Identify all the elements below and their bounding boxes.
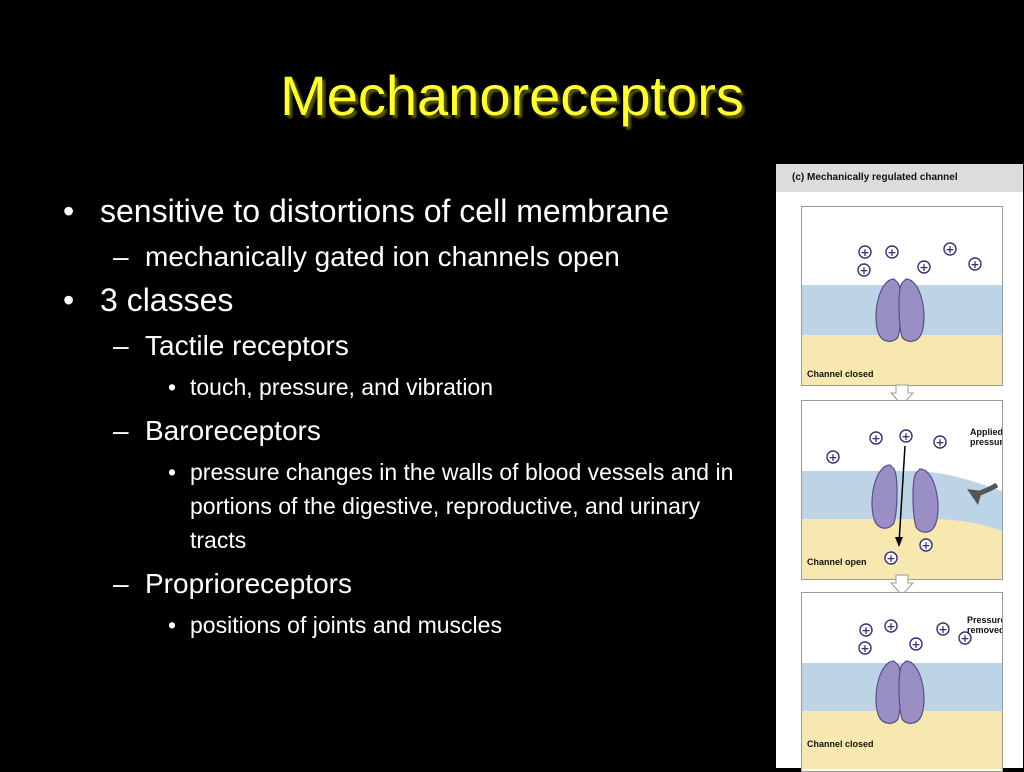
ion-flow-line <box>898 445 906 544</box>
ion-symbol: + <box>911 638 920 651</box>
panel-label: Channel closed <box>807 739 874 749</box>
sub-bullet-text: Baroreceptors <box>145 415 321 446</box>
bullet-mark: • <box>63 282 75 318</box>
panel-closed-diagram: + + + + + + <box>802 619 1002 769</box>
ion-icon: + <box>917 260 931 274</box>
ion-symbol: + <box>860 642 869 655</box>
ion-icon: + <box>858 245 872 259</box>
panel-label: Channel closed <box>807 369 874 379</box>
panel-open-diagram: + + + + + + <box>802 429 1002 579</box>
bullet-item: • 3 classes <box>55 281 755 319</box>
ion-icon: + <box>857 263 871 277</box>
ion-icon: + <box>968 257 982 271</box>
sub-bullet-item: – Baroreceptors <box>55 414 755 447</box>
ion-icon: + <box>933 435 947 449</box>
panel-closed-diagram: + + + + + + <box>802 242 1002 385</box>
ion-symbol: + <box>945 243 954 256</box>
ion-symbol: + <box>886 552 895 565</box>
ion-icon: + <box>884 551 898 565</box>
sub-bullet-item: – Tactile receptors <box>55 329 755 362</box>
channel-right-subunit <box>898 278 925 342</box>
bullet-item: • sensitive to distortions of cell membr… <box>55 192 755 230</box>
bullet-text: sensitive to distortions of cell membran… <box>100 193 670 229</box>
ion-icon: + <box>869 431 883 445</box>
channel-left-subunit <box>871 464 898 529</box>
ion-icon: + <box>919 538 933 552</box>
panel-label: Channel open <box>807 557 867 567</box>
channel-right-subunit <box>898 660 925 724</box>
dash-mark: – <box>113 415 129 446</box>
sub-bullet-text: Tactile receptors <box>145 330 349 361</box>
channel-right-subunit <box>912 468 939 533</box>
ion-symbol: + <box>919 261 928 274</box>
dash-mark: – <box>113 568 129 599</box>
sub-bullet-text: Proprioreceptors <box>145 568 352 599</box>
ion-symbol: + <box>901 430 910 443</box>
slide-title: Mechanoreceptors <box>280 64 744 127</box>
ion-symbol: + <box>970 258 979 271</box>
ion-symbol: + <box>935 436 944 449</box>
ion-symbol: + <box>921 539 930 552</box>
ion-symbol: + <box>938 623 947 636</box>
cytoplasm-layer <box>802 335 1002 385</box>
ion-icon: + <box>958 631 972 645</box>
sub-sub-bullet-item: • touch, pressure, and vibration <box>55 370 755 404</box>
panel-open: + + + + + + Applied pressure Channel open <box>801 400 1003 580</box>
ion-icon: + <box>936 622 950 636</box>
ion-symbol: + <box>860 246 869 259</box>
figure-header-text: (c) Mechanically regulated channel <box>792 172 958 183</box>
dash-mark: – <box>113 330 129 361</box>
sub-bullet-item: – mechanically gated ion channels open <box>55 240 755 273</box>
ion-icon: + <box>909 637 923 651</box>
sub-sub-bullet-text: positions of joints and muscles <box>190 612 502 638</box>
bullet-mark: • <box>168 612 177 638</box>
applied-pressure-note: Applied pressure <box>970 427 1003 447</box>
ion-icon: + <box>885 245 899 259</box>
bullet-list: • sensitive to distortions of cell membr… <box>55 192 755 652</box>
bullet-mark: • <box>168 459 177 485</box>
bullet-mark: • <box>168 374 177 400</box>
ion-symbol: + <box>859 264 868 277</box>
panel-closed-2: + + + + + + Pressure removed Channel closed <box>801 592 1003 772</box>
sub-sub-bullet-item: • pressure changes in the walls of blood… <box>55 455 755 557</box>
sub-sub-bullet-text: touch, pressure, and vibration <box>190 374 494 400</box>
ion-symbol: + <box>828 451 837 464</box>
sub-bullet-text: mechanically gated ion channels open <box>145 241 620 272</box>
down-arrow-icon <box>890 574 914 596</box>
pressure-arrow-head <box>967 489 982 505</box>
ion-symbol: + <box>871 432 880 445</box>
dash-mark: – <box>113 241 129 272</box>
pressure-removed-note: Pressure removed <box>967 615 1003 635</box>
cytoplasm-layer <box>802 711 1002 769</box>
ion-symbol: + <box>886 620 895 633</box>
ion-icon: + <box>899 429 913 443</box>
cytoplasm-layer <box>802 519 1002 579</box>
ion-icon: + <box>943 242 957 256</box>
sub-bullet-item: – Proprioreceptors <box>55 567 755 600</box>
ion-icon: + <box>858 641 872 655</box>
ion-symbol: + <box>887 246 896 259</box>
figure-header: (c) Mechanically regulated channel <box>776 164 1023 192</box>
sub-sub-bullet-item: • positions of joints and muscles <box>55 608 755 642</box>
ion-symbol: + <box>960 632 969 645</box>
sub-sub-bullet-text: pressure changes in the walls of blood v… <box>190 459 734 553</box>
ion-icon: + <box>884 619 898 633</box>
panel-closed-1: + + + + + + Channel closed <box>801 206 1003 386</box>
channel-figure: (c) Mechanically regulated channel +++++… <box>776 164 1023 772</box>
ion-symbol: + <box>861 624 870 637</box>
bullet-mark: • <box>63 193 75 229</box>
bullet-text: 3 classes <box>100 282 234 318</box>
ion-flow-arrowhead <box>895 537 903 547</box>
ion-icon: + <box>859 623 873 637</box>
down-arrow-icon <box>890 384 914 406</box>
ion-icon: + <box>826 450 840 464</box>
